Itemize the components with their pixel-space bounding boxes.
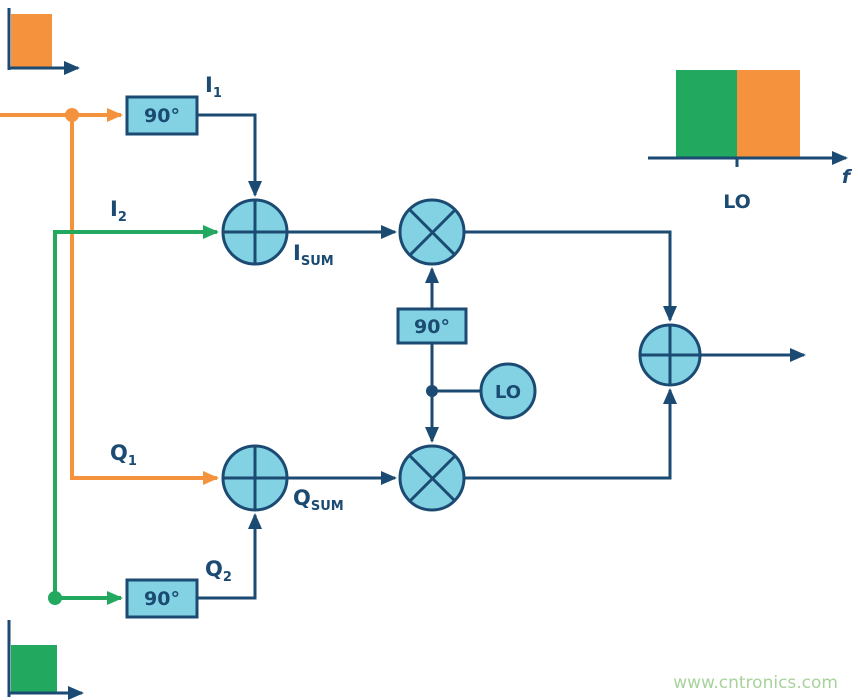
- label-i1-sub: 1: [213, 86, 222, 101]
- green-spectrum-band: [676, 70, 737, 158]
- lo-source: LO: [479, 362, 537, 420]
- orange-signal-path: [0, 108, 219, 485]
- adder-q: [221, 444, 289, 512]
- green-signal-path: [48, 225, 219, 605]
- label-q-sum: QSUM: [293, 486, 344, 514]
- mixer-i: [398, 198, 466, 266]
- i-mixer-output-line: [464, 230, 677, 322]
- mixer-q: [398, 444, 466, 512]
- lo-junction-dot: [426, 385, 438, 397]
- q2-line: [197, 513, 262, 600]
- label-i-sum-base: I: [293, 241, 301, 265]
- input-spectrum-green: [7, 620, 84, 700]
- phase-shifter-label: 90°: [144, 588, 180, 610]
- navy-connections: [197, 113, 806, 600]
- lo-circle: [479, 362, 537, 420]
- watermark: www.cntronics.com: [673, 673, 838, 693]
- adder-output: [638, 323, 702, 387]
- q-mixer-output-line: [464, 388, 677, 480]
- label-q1-base: Q: [110, 441, 128, 465]
- label-i1-base: I: [205, 73, 213, 97]
- label-q2-sub: 2: [223, 570, 232, 585]
- output-spectrum: f LO: [648, 70, 853, 213]
- label-q-sum-base: Q: [293, 486, 311, 510]
- signal-labels: I1 I2 ISUM Q1 QSUM Q2: [110, 73, 344, 585]
- label-i-sum-sub: SUM: [301, 254, 334, 269]
- orange-spectrum-band: [11, 14, 52, 68]
- label-i2: I2: [110, 197, 127, 225]
- cross-diagonal: [408, 208, 457, 257]
- i1-line: [197, 113, 262, 197]
- orange-spectrum-band: [737, 70, 800, 158]
- label-i1: I1: [205, 73, 222, 101]
- label-q-sum-sub: SUM: [311, 499, 344, 514]
- cross-diagonal: [408, 454, 457, 503]
- phase-shifter-box: [125, 95, 199, 136]
- phase-shifter-bottom: 90°: [125, 578, 199, 619]
- label-i2-base: I: [110, 197, 118, 221]
- label-q2: Q2: [205, 557, 232, 585]
- phase-shifter-lo: 90°: [396, 307, 468, 345]
- lo-label: LO: [495, 382, 521, 403]
- label-q1-sub: 1: [128, 454, 137, 469]
- label-q1: Q1: [110, 441, 137, 469]
- phase-shifter-label: 90°: [414, 316, 450, 338]
- adder-i: [221, 198, 289, 266]
- phase-shifter-box: [125, 578, 199, 619]
- green-spectrum-band: [11, 645, 57, 693]
- green-branch-to-i2: [53, 225, 219, 598]
- phase-shifter-label: 90°: [144, 105, 180, 127]
- phase-shifter-box: [396, 307, 468, 345]
- label-q2-base: Q: [205, 557, 223, 581]
- input-spectrum-orange: [7, 8, 80, 75]
- lo-axis-label: LO: [723, 191, 751, 213]
- label-i-sum: ISUM: [293, 241, 334, 269]
- phase-shifter-top: 90°: [125, 95, 199, 136]
- orange-junction-dot: [65, 108, 79, 122]
- f-axis-label: f: [842, 166, 853, 188]
- orange-branch-to-q1: [70, 115, 219, 485]
- green-junction-dot: [48, 591, 62, 605]
- label-i2-sub: 2: [118, 210, 127, 225]
